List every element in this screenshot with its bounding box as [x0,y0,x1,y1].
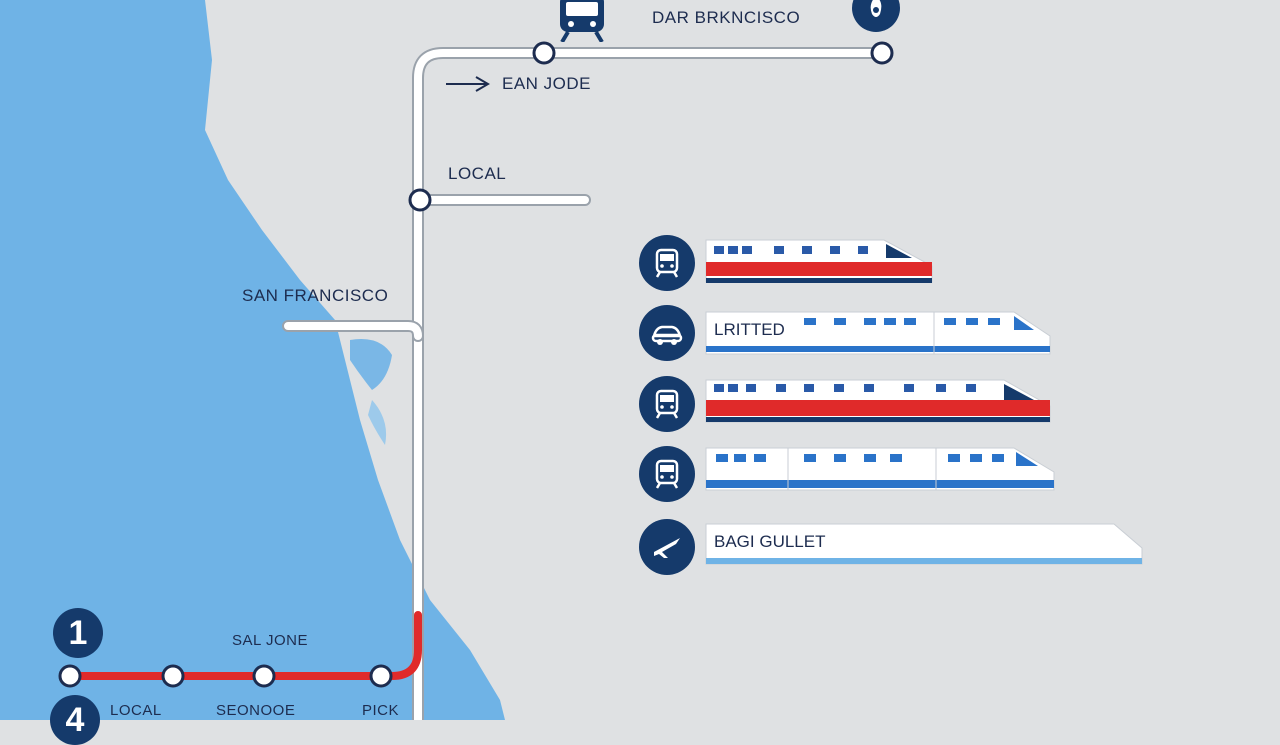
station-bottom-1 [58,664,82,688]
bay-water [0,0,505,720]
map-background [0,0,894,720]
number-badge-1: 1 [53,608,103,658]
train-label: LRITTED [714,320,785,339]
train-front-icon [554,0,610,44]
train-blue-limited: LRITTED [704,310,1054,356]
train-label: BAGI GULLET [714,532,826,551]
train-front-icon [639,376,695,432]
train-front-icon [639,446,695,502]
location-badge-icon [850,0,902,36]
station-local [408,188,432,212]
station-bottom-3 [252,664,276,688]
label-dar-brkncisco: DAR BRKNCISCO [652,8,801,27]
station-bottom-2 [161,664,185,688]
label-san-francisco: SAN FRANCISCO [242,286,389,305]
train-blank-bagi-gullet: BAGI GULLET [704,522,1146,568]
label-sal-jone: SAL JONE [232,632,308,649]
train-blue-plain [704,446,1058,492]
plane-icon [639,519,695,575]
label-local-top: LOCAL [448,164,507,183]
train-red-short [704,238,936,284]
rail-route [66,47,888,720]
label-ean-jode: EAN JODE [502,74,592,93]
legend-pick: PICK [362,702,400,719]
number-badge-4: 4 [50,695,100,745]
train-red-long [704,378,1054,424]
train-front-icon [639,235,695,291]
legend-local: LOCAL [110,702,162,719]
legend-seonooe: SEONOOE [216,702,296,719]
car-icon [639,305,695,361]
station-bottom-4 [369,664,393,688]
station-top-left [532,41,556,65]
station-top-right [870,41,894,65]
stations [58,41,894,688]
arrow-icon [446,76,490,92]
